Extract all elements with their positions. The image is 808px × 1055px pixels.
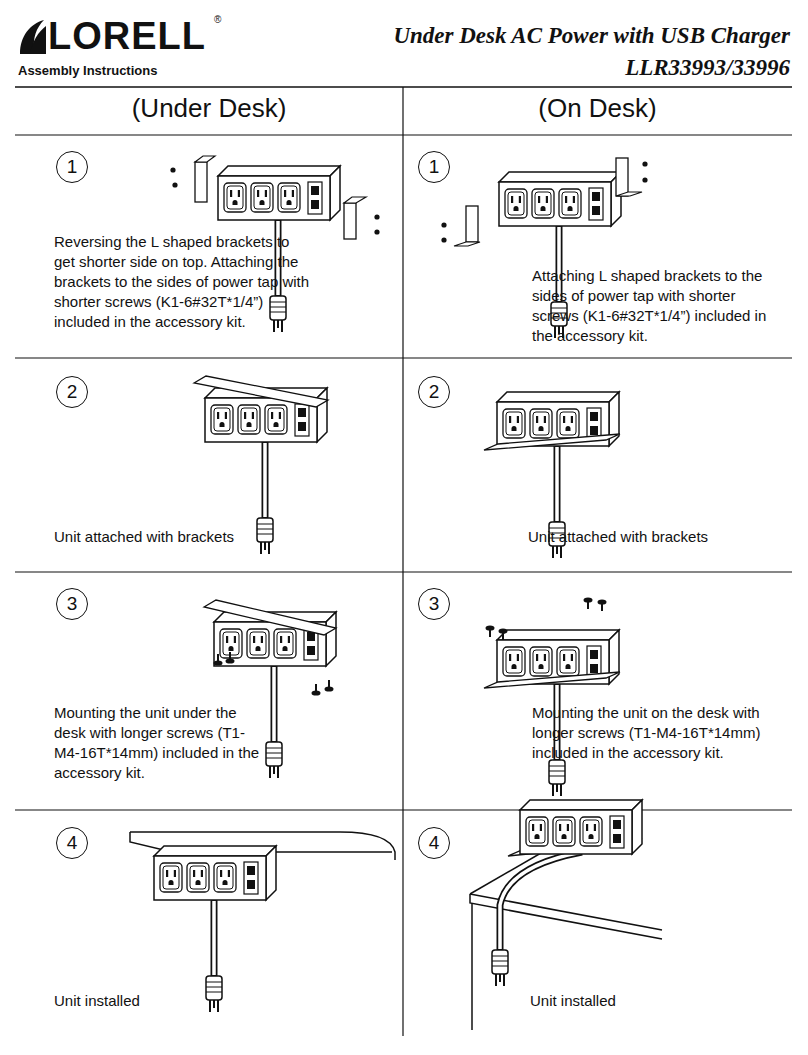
step-number: 3 <box>429 594 440 614</box>
column-heading: (Under Desk) <box>15 92 403 124</box>
step-caption: Unit attached with brackets <box>528 527 788 547</box>
step-caption: Mounting the unit under the desk with lo… <box>54 703 269 783</box>
step-number-circle: 2 <box>418 376 450 408</box>
step-number-circle: 3 <box>56 588 88 620</box>
column-heading: (On Desk) <box>403 92 792 124</box>
step-number: 4 <box>67 833 78 853</box>
step-number: 1 <box>67 157 78 177</box>
document-title: Under Desk AC Power with USB Charger <box>393 22 790 50</box>
step-number: 3 <box>67 594 78 614</box>
step-number-circle: 2 <box>56 376 88 408</box>
model-number: LLR33993/33996 <box>625 54 790 82</box>
step-number: 4 <box>429 833 440 853</box>
step-number-circle: 3 <box>418 588 450 620</box>
step-number-circle: 1 <box>418 151 450 183</box>
step-caption: Unit installed <box>54 991 254 1011</box>
step-number-circle: 1 <box>56 151 88 183</box>
registered-mark: ® <box>214 14 221 26</box>
brand-logo: LORELL <box>48 14 206 58</box>
step-number: 2 <box>67 382 78 402</box>
step-caption: Reversing the L shaped brackets to get s… <box>54 232 310 332</box>
step-number-circle: 4 <box>56 827 88 859</box>
step-number-circle: 4 <box>418 827 450 859</box>
step-caption: Mounting the unit on the desk with longe… <box>532 703 764 763</box>
step-caption: Attaching L shaped brackets to the sides… <box>532 266 772 346</box>
step-number: 2 <box>429 382 440 402</box>
step-caption: Unit attached with brackets <box>54 527 314 547</box>
step-caption: Unit installed <box>530 991 730 1011</box>
document-subtitle: Assembly Instructions <box>18 63 157 79</box>
step-number: 1 <box>429 157 440 177</box>
